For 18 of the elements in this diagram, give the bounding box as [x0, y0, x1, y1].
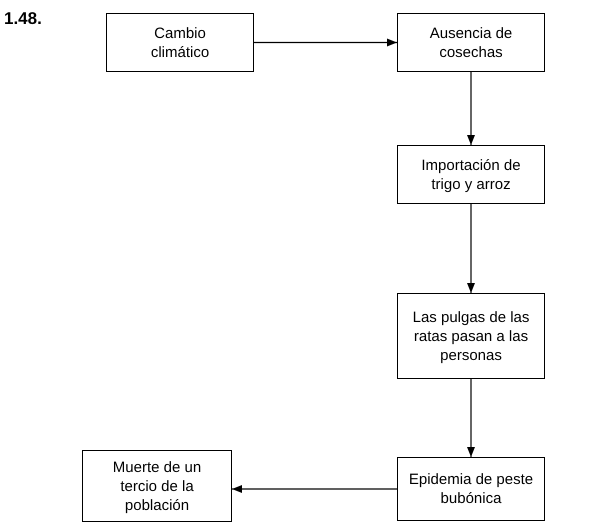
process-box	[397, 293, 545, 379]
arrow	[467, 72, 475, 145]
process-box	[397, 13, 545, 72]
box-text: Importación de trigo y arroz	[420, 156, 522, 194]
arrow	[467, 379, 475, 457]
arrow	[467, 204, 475, 293]
box-text: Epidemia de peste bubónica	[408, 470, 534, 508]
box-text: Las pulgas de las ratas pasan a las personas	[412, 308, 530, 364]
process-box	[106, 13, 254, 72]
box-text: Cambio climático	[150, 24, 210, 62]
process-box	[397, 145, 545, 204]
arrow	[232, 485, 397, 493]
arrow	[254, 38, 397, 46]
box-text: Ausencia de cosechas	[428, 24, 514, 62]
figure-number: 1.48.	[4, 8, 42, 30]
box-text: Muerte de un tercio de la población	[112, 458, 202, 514]
process-box	[397, 457, 545, 521]
process-box	[82, 450, 232, 522]
